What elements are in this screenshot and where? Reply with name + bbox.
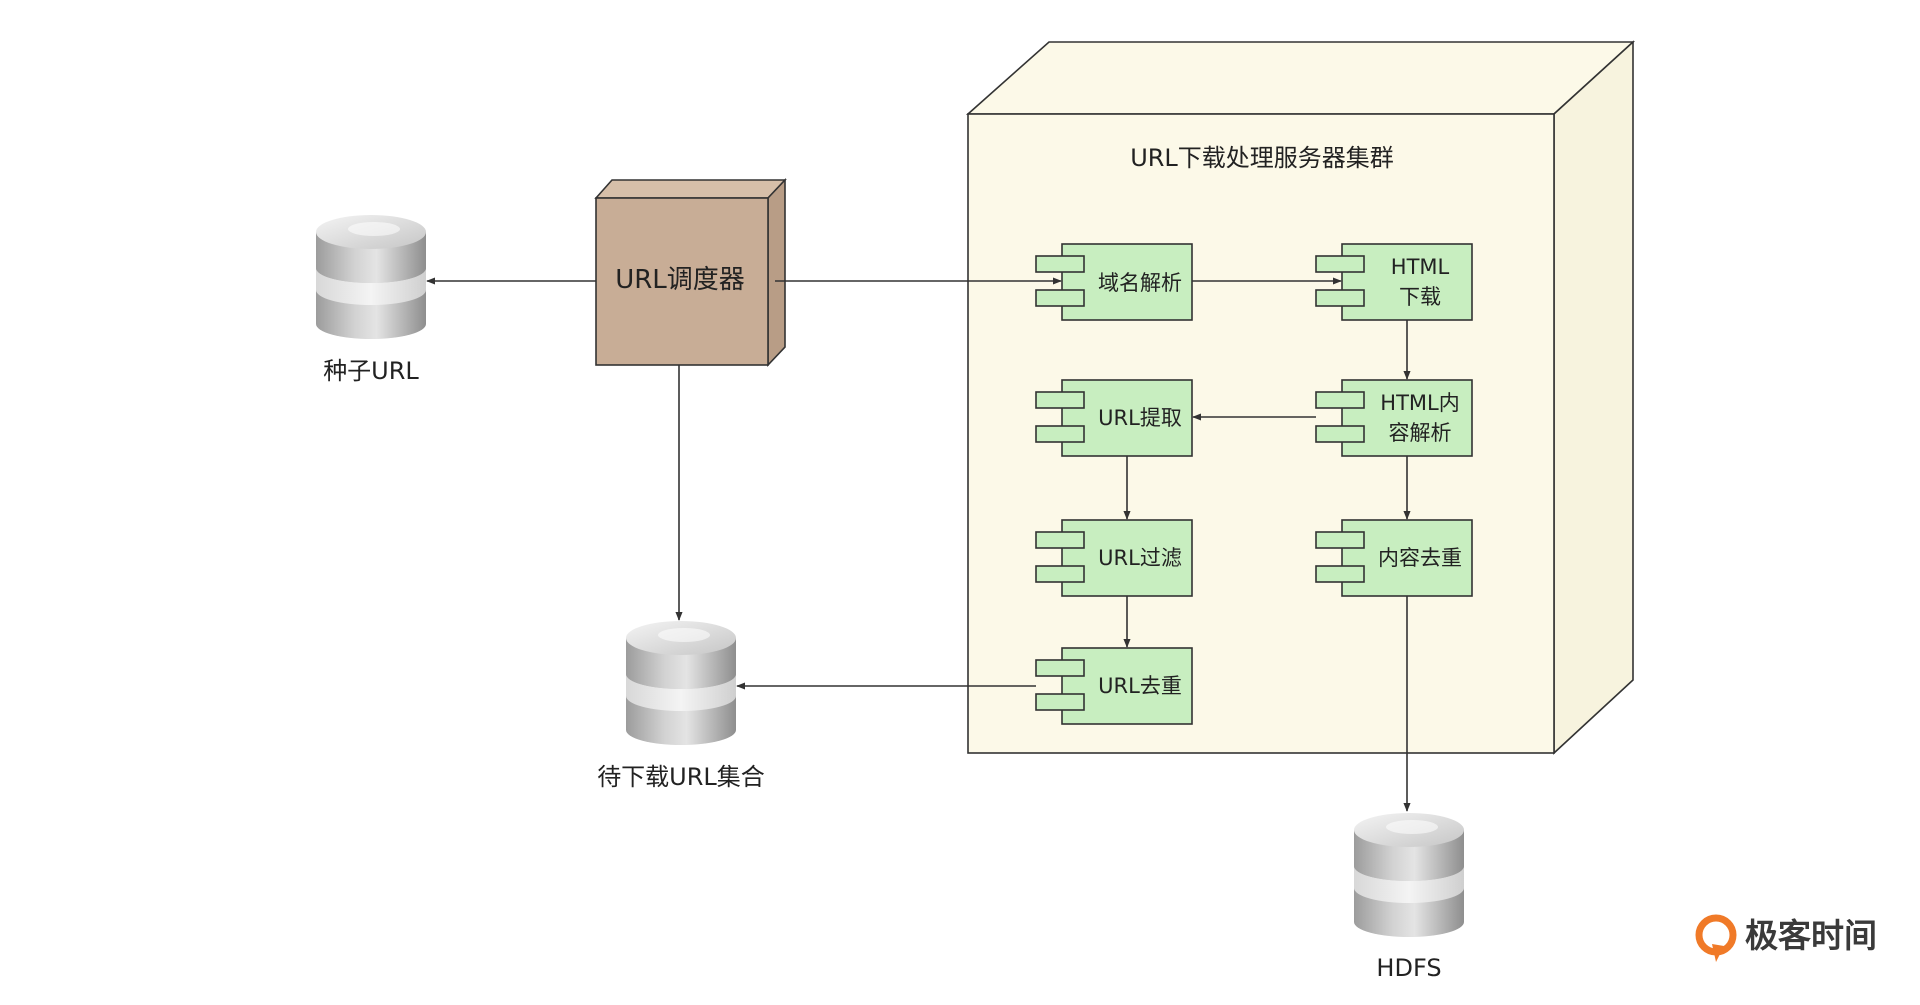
pending-url-label: 待下载URL集合 [597, 763, 765, 791]
component-html-download[interactable]: HTML 下载 [1315, 243, 1473, 321]
geektime-logo-icon [1695, 914, 1737, 962]
component-url-dedup[interactable]: URL去重 [1035, 647, 1193, 725]
url-filter-label: URL过滤 [1098, 546, 1182, 570]
url-scheduler-label: URL调度器 [615, 265, 745, 295]
dns-label: 域名解析 [1098, 271, 1182, 295]
pending-url-database[interactable] [626, 621, 736, 745]
component-dns-resolution[interactable]: 域名解析 [1035, 243, 1193, 321]
component-content-dedup[interactable]: 内容去重 [1315, 519, 1473, 597]
seed-url-database[interactable] [316, 215, 426, 339]
seed-url-label: 种子URL [323, 357, 419, 385]
html-download-label-line2: 下载 [1399, 285, 1441, 309]
geektime-logo: 极客时间 [1695, 914, 1877, 962]
url-dedup-label: URL去重 [1098, 674, 1182, 698]
content-dedup-label: 内容去重 [1378, 546, 1462, 570]
url-extract-label: URL提取 [1098, 406, 1182, 430]
cluster-title: URL下载处理服务器集群 [1130, 144, 1394, 172]
html-download-label-line1: HTML [1391, 255, 1450, 279]
html-parse-label-line2: 容解析 [1389, 421, 1452, 445]
hdfs-database[interactable] [1354, 813, 1464, 937]
hdfs-label: HDFS [1376, 954, 1441, 982]
logo-text: 极客时间 [1745, 916, 1877, 955]
component-html-parse[interactable]: HTML内 容解析 [1315, 379, 1473, 457]
url-scheduler-node[interactable]: URL调度器 [594, 177, 787, 368]
html-parse-label-line1: HTML内 [1380, 391, 1459, 415]
component-url-filter[interactable]: URL过滤 [1035, 519, 1193, 597]
component-url-extract[interactable]: URL提取 [1035, 379, 1193, 457]
